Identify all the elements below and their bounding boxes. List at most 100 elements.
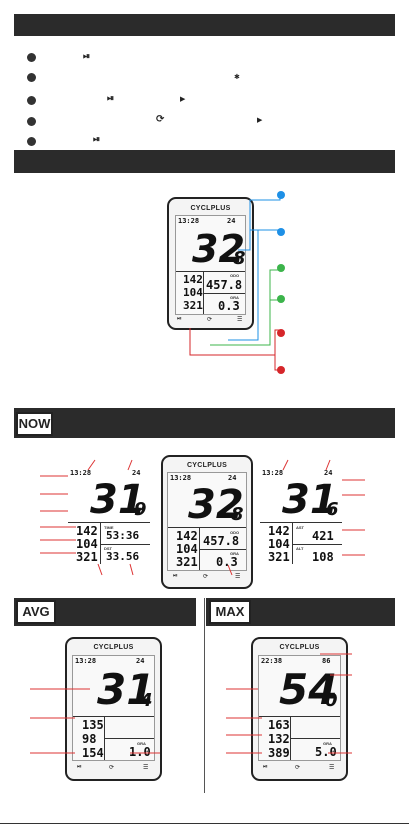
lap-icon: ⟳: [156, 114, 165, 125]
header-bar-1: [14, 14, 395, 36]
bluetooth-icon: ✱: [234, 73, 240, 81]
bullet-3: [27, 96, 36, 105]
play-pause-icon: ⏯: [173, 573, 178, 579]
divider: [176, 271, 245, 272]
cadence: 104: [176, 542, 198, 556]
time-label: TIME: [104, 525, 114, 530]
alt-value: 108: [312, 550, 334, 564]
clock: 13:28: [262, 469, 284, 477]
clock: 22:38: [261, 657, 283, 665]
divider: [68, 522, 150, 523]
ast-label: AST: [296, 525, 304, 530]
clock: 13:28: [178, 217, 200, 225]
battery-level: 24: [136, 657, 145, 665]
play-pause-icon: ⏯: [107, 94, 115, 104]
speed-main: 32: [192, 227, 245, 271]
bullet-5: [27, 137, 36, 146]
bullet-1: [27, 53, 36, 62]
play-pause-icon: ⏯: [77, 764, 82, 770]
menu-icon: ☰: [237, 317, 243, 323]
divider: [203, 293, 245, 294]
lap-icon: ⟳: [109, 765, 115, 771]
power: 321: [76, 550, 98, 564]
speed-decimal: 6: [326, 499, 339, 520]
now-right-screen: 13:28 24 31 6 142 104 321 AST 421 ALT 10…: [260, 468, 342, 564]
battery-level: 86: [322, 657, 331, 665]
power: 321: [268, 550, 290, 564]
battery-level: 24: [132, 469, 141, 477]
heart-rate: 163: [268, 718, 290, 732]
cadence: 104: [76, 537, 98, 551]
brand-logo: CYCLPLUS: [190, 205, 231, 212]
battery-level: 24: [227, 217, 236, 225]
power: 321: [183, 299, 203, 312]
divider: [260, 522, 342, 523]
speed-main: 31: [97, 665, 156, 714]
menu-icon: ☰: [143, 765, 149, 771]
dst-value: 33.56: [106, 550, 140, 563]
play-pause-icon: ⏯: [83, 52, 91, 62]
speed-decimal: 8: [233, 248, 246, 269]
device-screen: 13:28 24 32 8 142 104 321 ODO 457.8 GRA …: [167, 472, 247, 571]
section-divider: [204, 598, 205, 793]
battery-level: 24: [324, 469, 333, 477]
divider: [290, 738, 340, 739]
gra-value: 5.0: [315, 745, 337, 759]
play-pause-icon: ⏯: [93, 135, 101, 145]
device-main: CYCLPLUS 13:28 24 32 8 142 104 321 ODO 4…: [167, 197, 254, 330]
odo-value: 457.8: [206, 278, 243, 292]
heart-rate: 142: [176, 529, 198, 543]
lap-icon: ⟳: [207, 317, 213, 323]
speed-decimal: 8: [231, 504, 244, 525]
avg-device: CYCLPLUS 13:28 24 31 4 135 98 154 GRA 1.…: [65, 637, 162, 781]
gra-label: GRA: [230, 295, 239, 300]
clock: 13:28: [70, 469, 92, 477]
gra-value: 0.3: [216, 555, 238, 569]
time-value: 53:36: [106, 529, 140, 542]
play-pause-icon: ⏯: [263, 764, 268, 770]
device-screen: 22:38 86 54 0 163 132 389 GRA 5.0: [258, 655, 341, 761]
ast-value: 421: [312, 529, 334, 543]
brand-logo: CYCLPLUS: [186, 462, 228, 469]
divider: [73, 716, 154, 717]
now-header-bar: [14, 408, 395, 438]
max-badge: MAX: [209, 600, 251, 624]
now-center-device: CYCLPLUS 13:28 24 32 8 142 104 321 ODO 4…: [161, 455, 253, 589]
play-pause-icon: ⏯: [177, 316, 182, 322]
menu-icon: ☰: [329, 765, 335, 771]
avg-badge: AVG: [16, 600, 56, 624]
alt-label: ALT: [296, 546, 304, 551]
power: 389: [268, 746, 290, 760]
speed-decimal: 0: [325, 690, 338, 711]
divider: [259, 716, 340, 717]
divider: [292, 544, 342, 545]
gra-value: 1.0: [129, 745, 151, 759]
odo-value: 457.8: [203, 534, 240, 548]
speed-main: 31: [90, 477, 146, 523]
power: 321: [176, 555, 198, 569]
divider: [199, 549, 246, 550]
cadence: 132: [268, 732, 290, 746]
speed-main: 32: [188, 482, 244, 528]
device-screen: 13:28 24 32 8 142 104 321 ODO 457.8 GRA …: [175, 215, 246, 315]
cadence: 98: [82, 732, 97, 746]
odo-label: ODO: [230, 530, 240, 535]
odo-label: ODO: [230, 273, 240, 278]
divider: [203, 271, 204, 314]
gra-label: GRA: [323, 741, 332, 746]
heart-rate: 142: [76, 524, 98, 538]
now-left-screen: 13:28 24 31 9 142 104 321 TIME 53:36 DST…: [68, 468, 150, 564]
divider: [104, 738, 154, 739]
speed-main: 54: [279, 665, 338, 714]
play-icon: ▶: [180, 95, 186, 103]
device-screen: 13:28 24 31 4 135 98 154 GRA 1.0: [72, 655, 155, 761]
clock: 13:28: [170, 474, 192, 482]
header-bar-2: [14, 150, 395, 173]
divider: [100, 544, 150, 545]
battery-level: 24: [228, 474, 237, 482]
power: 154: [82, 746, 104, 760]
lap-icon: ⟳: [295, 765, 301, 771]
